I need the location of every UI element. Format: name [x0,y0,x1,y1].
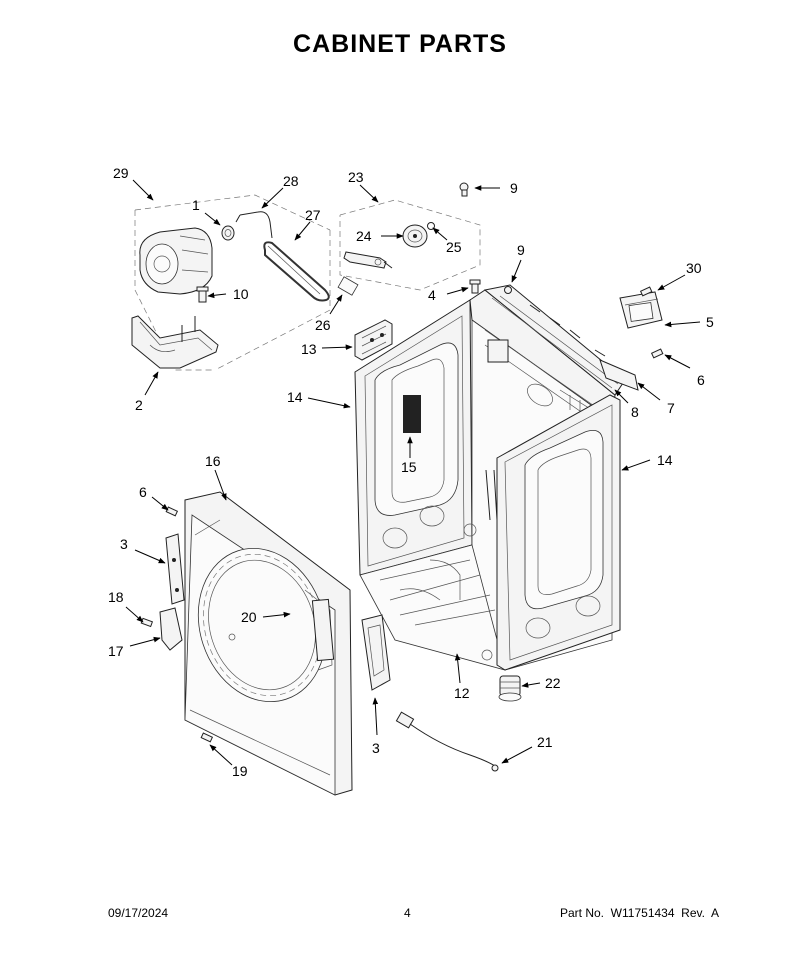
callout-6-right: 6 [697,372,705,388]
idler-washer [427,222,435,230]
callout-3-right: 3 [372,740,380,756]
motor-assembly-group [131,194,331,371]
temperature-sensor [395,711,499,772]
callout-8: 8 [631,404,639,420]
callout-11: 9 [510,180,518,196]
screw-4 [469,279,481,294]
callout-26: 26 [315,317,331,333]
drive-motor [139,227,213,295]
callout-2: 2 [135,397,143,413]
footer-page-number: 4 [404,906,411,920]
callout-30: 30 [686,260,702,276]
front-hinge-right [361,614,391,691]
screw-6-left [165,506,179,517]
idler-spring [337,276,359,296]
callout-20: 20 [241,609,257,625]
callout-10: 10 [233,286,249,302]
callout-9: 9 [517,242,525,258]
callout-4: 4 [428,287,436,303]
motor-screw [196,286,209,303]
control-bracket [354,319,393,361]
callouts: 29 1 28 27 23 9 24 25 10 26 2 4 9 30 5 6… [108,165,714,779]
callout-7: 7 [667,400,675,416]
callout-25: 25 [446,239,462,255]
callout-23: 23 [348,169,364,185]
leveling-foot [498,675,522,702]
idler-pulley [402,224,428,248]
screw-9 [504,286,512,294]
callout-13: 13 [301,341,317,357]
callout-19: 19 [232,763,248,779]
callout-24: 24 [356,228,372,244]
rear-rail-bracket [599,359,639,391]
wiring-label [403,395,421,433]
right-side-panel [496,394,621,671]
top-screw-30 [639,286,653,297]
callout-21: 21 [537,734,553,750]
callout-5: 5 [706,314,714,330]
screw-18 [140,617,154,628]
front-hinge-left [165,533,185,605]
callout-28: 28 [283,173,299,189]
callout-17: 17 [108,643,124,659]
callout-14-left: 14 [287,389,303,405]
callout-1: 1 [192,197,200,213]
callout-15: 15 [401,459,417,475]
lock-bracket [159,607,183,651]
page-title: CABINET PARTS [293,30,507,58]
screw-19 [200,732,214,743]
callout-29: 29 [113,165,129,181]
left-side-panel [354,299,473,576]
callout-16: 16 [205,453,221,469]
callout-6-left: 6 [139,484,147,500]
callout-18: 18 [108,589,124,605]
motor-pulley [221,225,235,241]
idler-group [337,199,481,296]
callout-22: 22 [545,675,561,691]
front-panel [184,491,353,796]
cabinet-body [354,284,626,671]
callout-27: 27 [305,207,321,223]
motor-clip [235,211,273,239]
top-screw [459,182,469,197]
screw-6-right [650,348,664,359]
drive-belt [263,241,330,302]
motor-bracket [131,315,219,369]
callout-3-left: 3 [120,536,128,552]
callout-12: 12 [454,685,470,701]
footer-date: 09/17/2024 [108,906,169,920]
top-bracket [619,291,663,329]
footer-part-number: Part No. W11751434 Rev. A [560,906,719,920]
callout-14-right: 14 [657,452,673,468]
idler-arm [343,251,393,269]
